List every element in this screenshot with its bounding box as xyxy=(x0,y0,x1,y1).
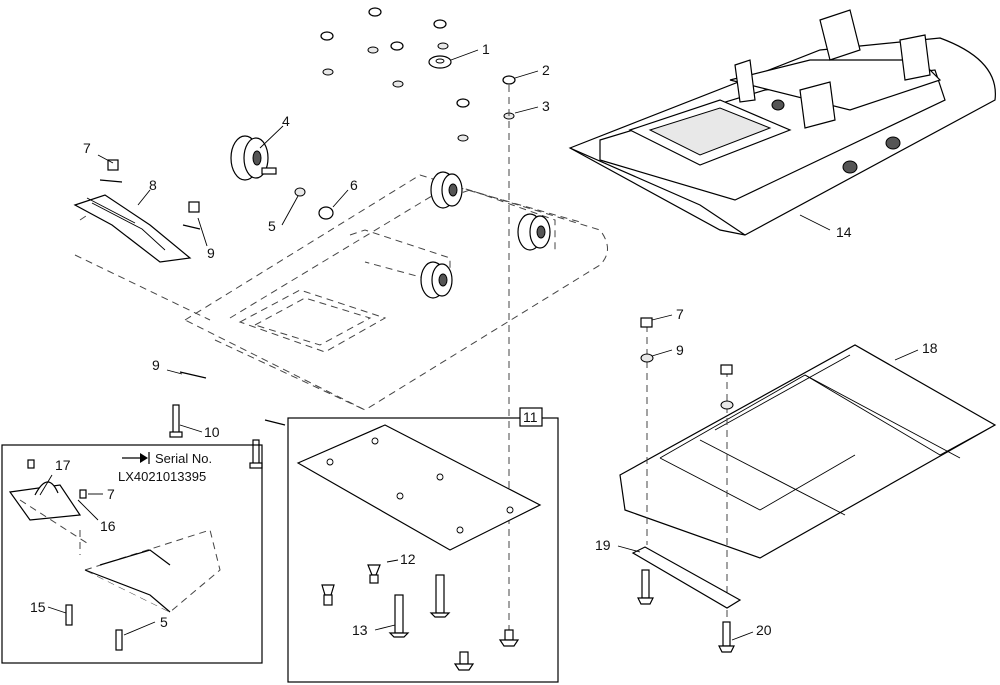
callout-11: 11 xyxy=(523,409,538,425)
leader-lines xyxy=(39,49,919,641)
callout-5: 5 xyxy=(268,218,276,234)
washer-1 xyxy=(428,55,452,69)
callout-14: 14 xyxy=(836,224,852,240)
callout-7: 7 xyxy=(83,140,91,156)
handle-8 xyxy=(73,194,192,263)
pad-12 xyxy=(296,424,542,551)
inset-callout-16: 16 xyxy=(100,518,116,534)
callout-6: 6 xyxy=(350,177,358,193)
inset-callout-7: 7 xyxy=(107,486,115,502)
isolator-mounts xyxy=(420,171,551,299)
washer-5 xyxy=(294,187,306,197)
callout-13: 13 xyxy=(352,622,368,638)
kit-11-box xyxy=(287,417,559,683)
nut-9a xyxy=(188,201,200,213)
callout-19: 19 xyxy=(595,537,611,553)
callout-9c: 9 xyxy=(676,342,684,358)
inset-box xyxy=(1,444,263,664)
fasteners-13 xyxy=(321,564,520,671)
serial-label: Serial No. xyxy=(155,451,212,466)
callout-12: 12 xyxy=(400,551,416,567)
guard-18 xyxy=(619,344,997,559)
callout-7b: 7 xyxy=(676,306,684,322)
callout-4: 4 xyxy=(282,113,290,129)
strip-19 xyxy=(631,546,742,609)
callout-18: 18 xyxy=(922,340,938,356)
callout-20: 20 xyxy=(756,622,772,638)
bolt-20 xyxy=(637,569,735,653)
inset-callout-17: 17 xyxy=(55,457,71,473)
inset-drawing xyxy=(8,459,221,651)
nut-7b xyxy=(640,317,653,328)
baseplate-14 xyxy=(568,9,996,236)
callout-2: 2 xyxy=(542,62,550,78)
base-plate-outline xyxy=(74,174,608,411)
nut-7 xyxy=(107,159,119,171)
callout-8: 8 xyxy=(149,177,157,193)
inset-callout-15: 15 xyxy=(30,599,46,615)
hardware-cluster xyxy=(320,7,516,142)
serial-number: LX4021013395 xyxy=(118,469,206,484)
washer-9c xyxy=(640,353,654,363)
callout-3: 3 xyxy=(542,98,550,114)
callout-10: 10 xyxy=(204,424,220,440)
serial-arrow-icon xyxy=(122,452,150,464)
isolator-4 xyxy=(230,135,277,181)
callout-9b: 9 xyxy=(152,357,160,373)
callout-9: 9 xyxy=(207,245,215,261)
kit-11-tag xyxy=(519,407,543,427)
inset-callout-5: 5 xyxy=(160,614,168,630)
callout-1: 1 xyxy=(482,41,490,57)
nut-6 xyxy=(318,206,334,220)
